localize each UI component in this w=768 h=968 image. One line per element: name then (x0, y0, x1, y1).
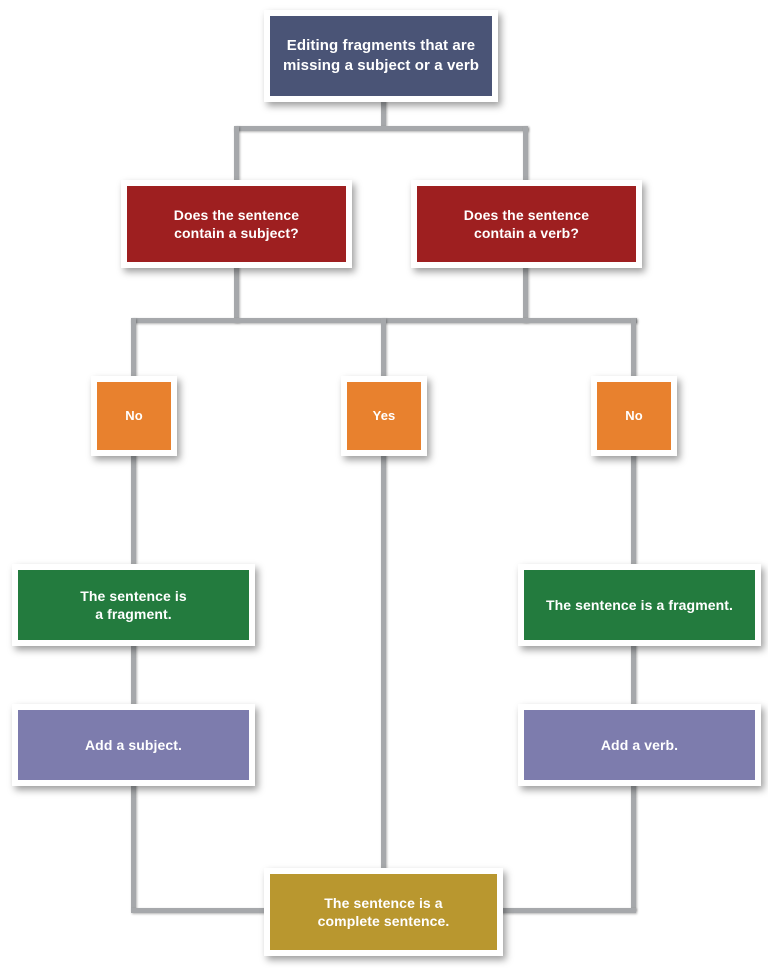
node-answer-yes-center-label: Yes (372, 408, 396, 424)
node-question-subject: Does the sentence contain a subject? (121, 180, 352, 268)
node-complete-sentence-fill: The sentence is a complete sentence. (270, 874, 497, 950)
connector-question-subject-down (234, 262, 239, 322)
node-answer-no-right-fill: No (597, 382, 671, 450)
node-action-add-verb-label: Add a verb. (600, 736, 679, 753)
connector-to-answer-no-left (131, 318, 136, 378)
connector-no-left-to-fragment (131, 450, 136, 568)
node-question-verb: Does the sentence contain a verb? (411, 180, 642, 268)
connector-right-to-complete (496, 908, 636, 913)
node-answer-no-right: No (591, 376, 677, 456)
node-action-add-subject-fill: Add a subject. (18, 710, 249, 780)
connector-left-to-complete (131, 908, 271, 913)
node-answer-yes-center: Yes (341, 376, 427, 456)
node-fragment-right: The sentence is a fragment. (518, 564, 761, 646)
connector-add-subject-down (131, 780, 136, 910)
connector-to-answer-no-right (631, 318, 636, 378)
node-complete-sentence-label: The sentence is a complete sentence. (317, 894, 450, 929)
node-fragment-left-label: The sentence is a fragment. (80, 587, 187, 622)
node-fragment-right-label: The sentence is a fragment. (545, 596, 734, 613)
node-question-subject-label: Does the sentence contain a subject? (173, 206, 300, 241)
connector-to-answer-yes (381, 318, 386, 378)
node-question-verb-fill: Does the sentence contain a verb? (417, 186, 636, 262)
node-action-add-verb-fill: Add a verb. (524, 710, 755, 780)
node-question-subject-fill: Does the sentence contain a subject? (127, 186, 346, 262)
node-answer-no-left-label: No (125, 408, 143, 424)
connector-title-down (381, 98, 386, 126)
node-title-fill: Editing fragments that are missing a sub… (270, 16, 492, 96)
node-answer-no-left-fill: No (97, 382, 171, 450)
node-action-add-subject: Add a subject. (12, 704, 255, 786)
connector-fragment-to-add-verb (631, 640, 636, 710)
connector-to-question-verb (523, 126, 528, 182)
node-action-add-verb: Add a verb. (518, 704, 761, 786)
node-fragment-right-fill: The sentence is a fragment. (524, 570, 755, 640)
connector-tier1-bar (234, 126, 528, 131)
node-title-label: Editing fragments that are missing a sub… (282, 37, 480, 74)
connector-yes-to-complete (381, 450, 386, 874)
connector-to-question-subject (234, 126, 239, 182)
node-fragment-left: The sentence is a fragment. (12, 564, 255, 646)
node-answer-no-right-label: No (625, 408, 643, 424)
node-fragment-left-fill: The sentence is a fragment. (18, 570, 249, 640)
connector-fragment-to-add-subject (131, 640, 136, 710)
connector-add-verb-down (631, 780, 636, 910)
node-answer-no-left: No (91, 376, 177, 456)
node-title: Editing fragments that are missing a sub… (264, 10, 498, 102)
node-complete-sentence: The sentence is a complete sentence. (264, 868, 503, 956)
node-action-add-subject-label: Add a subject. (84, 736, 183, 753)
node-question-verb-label: Does the sentence contain a verb? (463, 206, 590, 241)
connector-no-right-to-fragment (631, 450, 636, 568)
connector-question-verb-down (523, 262, 528, 322)
node-answer-yes-center-fill: Yes (347, 382, 421, 450)
